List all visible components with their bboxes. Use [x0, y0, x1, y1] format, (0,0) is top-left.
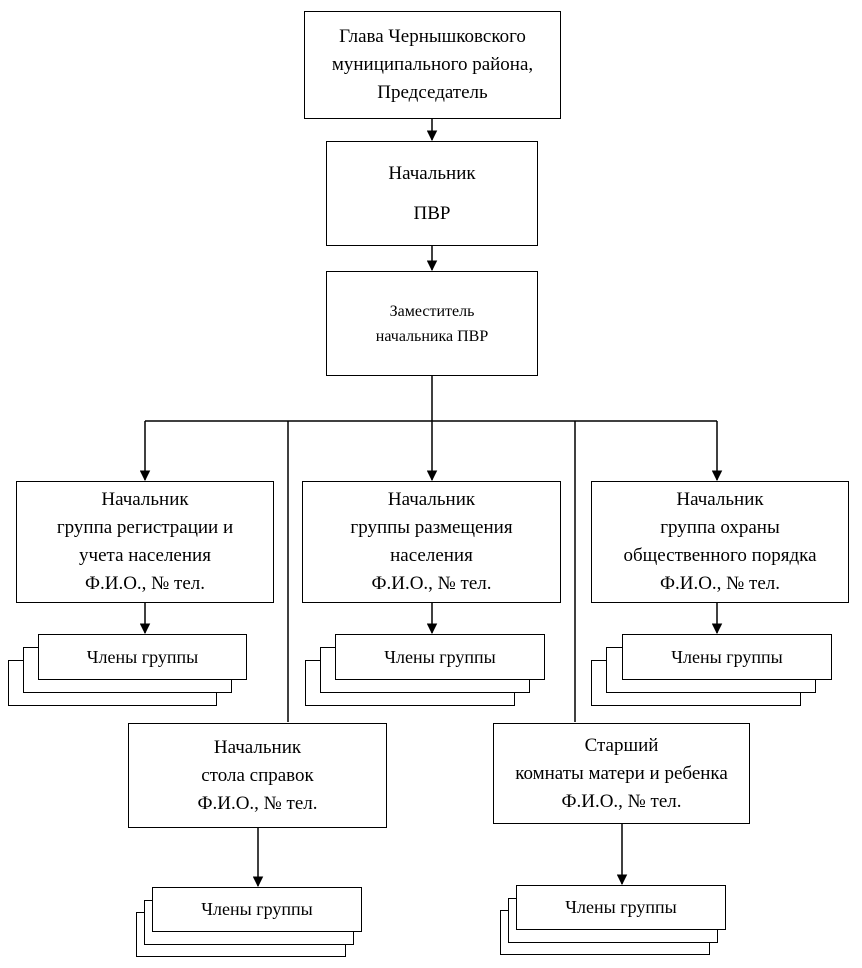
registration-chief-box: Начальник группа регистрации и учета нас…	[16, 481, 274, 603]
chief-line-2: ПВР	[413, 202, 451, 224]
registration-line-4: Ф.И.О., № тел.	[84, 573, 206, 594]
placement-chief-box: Начальник группы размещения населения Ф.…	[302, 481, 561, 603]
info-desk-members-label: Члены группы	[201, 899, 313, 919]
placement-line-1: Начальник	[387, 489, 476, 510]
mother-child-members-box: Члены группы	[516, 885, 726, 930]
security-line-1: Начальник	[676, 489, 764, 510]
info-desk-box: Начальник стола справок Ф.И.О., № тел.	[128, 723, 387, 828]
mother-child-line-1: Старший	[584, 734, 659, 756]
chief-line-1: Начальник	[388, 162, 476, 184]
info-desk-members-box: Члены группы	[152, 887, 362, 932]
mother-child-box: Старший комнаты матери и ребенка Ф.И.О.,…	[493, 723, 750, 824]
placement-members-label: Члены группы	[384, 646, 496, 667]
head-box: Глава Чернышковского муниципального райо…	[304, 11, 561, 119]
deputy-line-2: начальника ПВР	[375, 327, 489, 345]
chief-box: Начальник ПВР	[326, 141, 538, 246]
security-chief-box: Начальник группа охраны общественного по…	[591, 481, 849, 603]
head-line-1: Глава Чернышковского	[339, 26, 526, 47]
security-members-label: Члены группы	[671, 646, 783, 667]
security-line-4: Ф.И.О., № тел.	[659, 573, 781, 594]
registration-members-label: Члены группы	[86, 646, 199, 667]
placement-members-box: Члены группы	[335, 634, 545, 680]
placement-line-4: Ф.И.О., № тел.	[371, 573, 492, 594]
registration-line-2: группа регистрации и	[56, 517, 234, 538]
head-line-2: муниципального района,	[331, 54, 534, 75]
registration-line-3: учета населения	[79, 545, 211, 566]
head-line-3: Председатель	[377, 82, 488, 103]
mother-child-members-label: Члены группы	[565, 897, 677, 917]
info-desk-line-2: стола справок	[201, 764, 314, 786]
deputy-line-1: Заместитель	[389, 302, 475, 320]
security-members-box: Члены группы	[622, 634, 832, 680]
mother-child-line-3: Ф.И.О., № тел.	[561, 790, 682, 812]
placement-line-3: населения	[390, 545, 473, 566]
info-desk-line-3: Ф.И.О., № тел.	[197, 792, 318, 814]
security-line-2: группа охраны	[660, 517, 780, 538]
placement-line-2: группы размещения	[350, 517, 513, 538]
info-desk-line-1: Начальник	[213, 736, 302, 758]
registration-members-box: Члены группы	[38, 634, 247, 680]
deputy-box: Заместитель начальника ПВР	[326, 271, 538, 376]
security-line-3: общественного порядка	[623, 545, 817, 566]
mother-child-line-2: комнаты матери и ребенка	[515, 762, 728, 784]
registration-line-1: Начальник	[101, 489, 189, 510]
